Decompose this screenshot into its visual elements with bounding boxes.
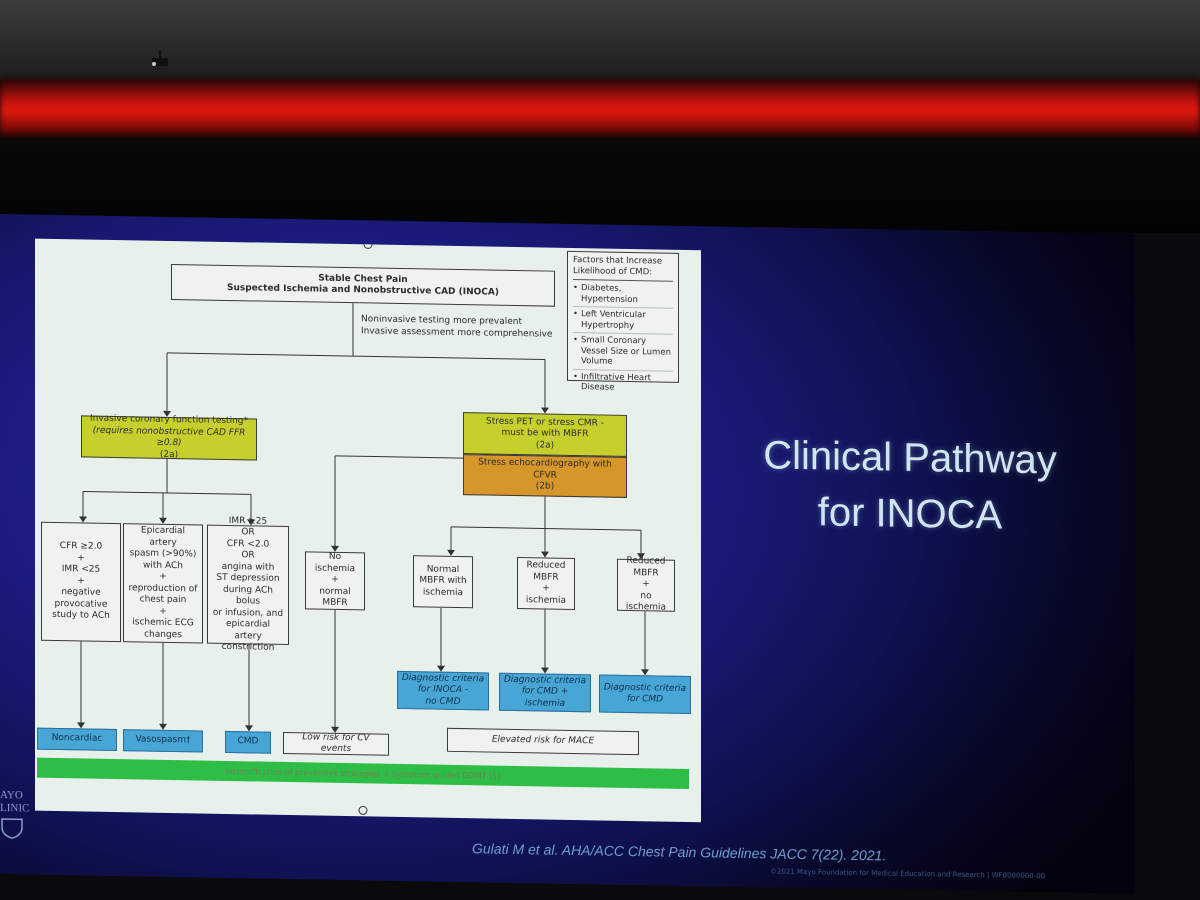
result-line: spasm (>90%) <box>127 548 199 561</box>
mayo-clinic-logo: AYO LINIC <box>0 789 34 840</box>
result-line: No ischemia <box>309 552 361 576</box>
copyright-text: ©2021 Mayo Foundation for Medical Educat… <box>770 867 1045 880</box>
slide-title: Clinical Pathway for INOCA <box>720 427 1100 546</box>
result-line: Reduced <box>526 560 566 572</box>
diag-line: for CMD <box>604 694 686 707</box>
red-light-strip <box>0 78 1200 138</box>
result-line: MBFR <box>621 568 671 580</box>
noninvasive-reduced-no-ischemia: Reduced MBFR + no ischemia <box>617 559 675 612</box>
invasive-result-normal: CFR ≥2.0 + IMR <25 + negative provocativ… <box>41 522 121 642</box>
diag-line: Diagnostic criteria <box>604 682 686 695</box>
diagnostic-cmd: Diagnostic criteria for CMD <box>599 674 691 714</box>
ceiling-background <box>0 0 1200 80</box>
note-line-1: Noninvasive testing more prevalent <box>361 314 522 327</box>
result-line: + <box>52 553 110 566</box>
note-line-2: Invasive assessment more comprehensive <box>361 326 552 339</box>
slide-title-line-2: for INOCA <box>818 490 1002 537</box>
factor-item: Diabetes, Hypertension <box>573 283 673 309</box>
result-line: CFR ≥2.0 <box>52 541 110 554</box>
logo-line-2: LINIC <box>0 802 29 815</box>
outcome-elevated-risk: Elevated risk for MACE <box>447 728 639 755</box>
outcome-label: Noncardiac <box>52 733 103 745</box>
result-line: changes <box>127 629 199 642</box>
result-line: Reduced <box>621 556 671 568</box>
result-line: negative <box>52 587 110 600</box>
invasive-testing-box: Invasive coronary function testing* (req… <box>81 415 257 460</box>
result-line: MBFR <box>309 598 361 610</box>
stress-pet-sub: must be with MBFR <box>486 428 604 442</box>
factor-item: Infiltrative Heart Disease <box>573 372 673 397</box>
noninvasive-no-ischemia: No ischemia + normal MBFR <box>305 551 365 610</box>
result-line: during ACh bolus <box>211 584 285 608</box>
outcome-vasospasm: Vasospasm† <box>123 729 203 752</box>
result-line: + <box>52 576 110 589</box>
stress-pet-box: Stress PET or stress CMR - must be with … <box>463 412 627 457</box>
result-line: Normal <box>419 564 466 576</box>
outcome-cmd: CMD <box>225 731 271 754</box>
outcome-label: Low risk for CV events <box>287 732 385 757</box>
noninvasive-reduced-ischemia: Reduced MBFR + ischemia <box>517 557 575 610</box>
result-line: reproduction of <box>127 583 199 596</box>
invasive-requirement: (requires nonobstructive CAD FFR ≥0.8) <box>85 425 253 451</box>
result-line: ischemia <box>526 595 566 607</box>
result-line: ischemia <box>419 587 466 599</box>
bottom-bar-label: Intensification of preventive strategies… <box>226 766 501 780</box>
diag-line: for CMD + ischemia <box>503 686 587 710</box>
stress-echo-class: (2b) <box>467 480 623 494</box>
result-line: no ischemia <box>621 591 671 615</box>
result-line: provocative <box>52 599 110 612</box>
stress-echo-title: Stress echocardiography with CFVR <box>467 457 623 483</box>
result-line: or infusion, and <box>211 607 285 620</box>
outcome-noncardiac: Noncardiac <box>37 728 117 751</box>
result-line: ischemic ECG <box>127 617 199 630</box>
citation-text: Gulati M et al. AHA/ACC Chest Pain Guide… <box>472 840 886 863</box>
result-line: + <box>309 575 361 587</box>
result-line: MBFR with <box>419 576 466 588</box>
logo-line-1: AYO <box>0 789 23 801</box>
factors-heading: Factors that Increase Likelihood of CMD: <box>573 255 673 282</box>
diagnostic-cmd-ischemia: Diagnostic criteria for CMD + ischemia <box>499 673 591 713</box>
ceiling-fixture-icon <box>148 50 174 72</box>
outcome-label: CMD <box>238 736 259 748</box>
outcome-label: Elevated risk for MACE <box>492 735 594 748</box>
result-line: ST depression <box>211 573 285 586</box>
root-box: Stable Chest Pain Suspected Ischemia and… <box>171 264 555 307</box>
result-line: IMR <25 <box>52 564 110 577</box>
result-line: Epicardial artery <box>127 525 199 549</box>
stress-pet-class: (2a) <box>486 439 604 453</box>
shield-icon <box>0 817 24 839</box>
flowchart-panel: Stable Chest Pain Suspected Ischemia and… <box>35 239 701 823</box>
outcome-low-risk: Low risk for CV events <box>283 732 389 756</box>
result-line: MBFR <box>526 572 566 584</box>
outcome-label: Vasospasm† <box>135 735 190 747</box>
result-line: epicardial artery <box>211 619 285 643</box>
factors-box: Factors that Increase Likelihood of CMD:… <box>567 251 679 383</box>
result-line: study to ACh <box>52 610 110 623</box>
result-line: + <box>621 579 671 591</box>
invasive-result-spasm: Epicardial artery spasm (>90%) with ACh … <box>123 523 203 643</box>
factor-item: Small Coronary Vessel Size or Lumen Volu… <box>573 335 673 371</box>
result-line: normal <box>309 586 361 598</box>
noninvasive-normal-mbfr: Normal MBFR with ischemia <box>413 555 473 608</box>
result-line: constriction <box>211 642 285 655</box>
diag-line: Diagnostic criteria <box>402 673 484 686</box>
invasive-result-cmd: IMR ≥25 OR CFR <2.0 OR angina with ST de… <box>207 525 289 645</box>
diagnostic-inoca-no-cmd: Diagnostic criteria for INOCA - no CMD <box>397 671 489 711</box>
slide-title-line-1: Clinical Pathway <box>763 433 1056 482</box>
testing-note: Noninvasive testing more prevalent Invas… <box>361 313 561 340</box>
factor-item: Left Ventricular Hypertrophy <box>573 309 673 335</box>
result-line: + <box>526 583 566 595</box>
stress-echo-box: Stress echocardiography with CFVR (2b) <box>463 454 627 498</box>
diag-line: Diagnostic criteria <box>503 675 587 688</box>
diag-line: no CMD <box>402 696 484 709</box>
projected-slide: Stable Chest Pain Suspected Ischemia and… <box>0 214 1135 894</box>
